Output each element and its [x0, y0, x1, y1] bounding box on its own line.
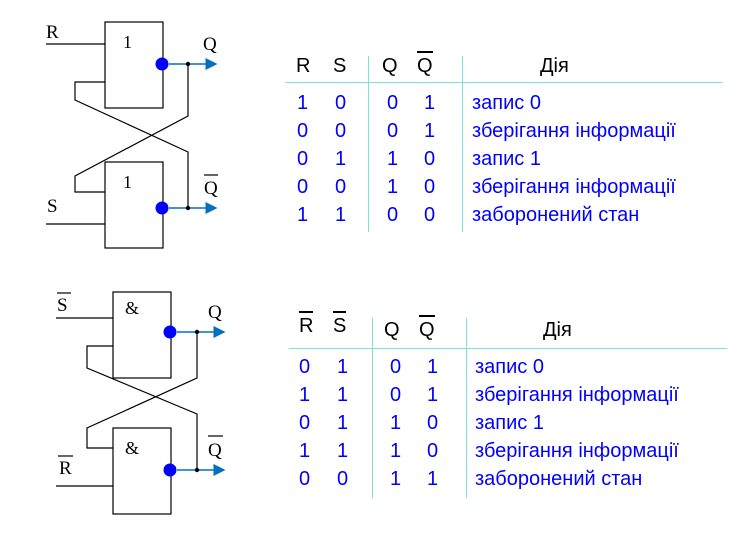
nand-gate-bottom-inversion [163, 463, 177, 477]
cell-q-bar: 0 [424, 148, 436, 170]
feedback-wire-q [74, 64, 189, 193]
cell-q: 1 [390, 412, 402, 434]
output-q-label: Q [203, 34, 217, 55]
cell-r: 0 [297, 120, 309, 142]
cell-r-bar: 1 [299, 440, 311, 462]
cell-s-bar: 0 [337, 468, 349, 490]
nor-truth-table: R S Q Q Дія 1 0 0 1 запис 0 0 0 0 1 збер… [0, 0, 746, 260]
cell-s-bar: 1 [337, 412, 349, 434]
table-column-divider [368, 56, 369, 232]
input-r-bar-label: R [59, 458, 72, 479]
cell-action: зберігання інформації [472, 120, 676, 142]
cell-q: 1 [387, 176, 399, 198]
cell-q: 0 [387, 120, 399, 142]
nor-gate-bottom-inversion [155, 201, 169, 215]
cell-s: 1 [335, 204, 347, 226]
cell-q: 1 [390, 468, 402, 490]
cell-r: 0 [297, 148, 309, 170]
cell-r: 1 [297, 92, 309, 114]
header-r-bar: R [299, 311, 314, 338]
nor-gate-top-label: 1 [123, 32, 132, 52]
nand-truth-table: R S Q Q Дія 0 1 0 1 запис 0 1 1 0 1 збер… [0, 260, 746, 540]
cell-q: 0 [387, 92, 399, 114]
header-action: Дія [540, 55, 569, 77]
nor-gate-bottom-label: 1 [123, 172, 132, 192]
table-header-divider [285, 82, 723, 83]
cell-r-bar: 1 [299, 384, 311, 406]
cell-action: заборонений стан [475, 468, 643, 490]
cell-q: 1 [387, 148, 399, 170]
cell-q-bar: 0 [424, 204, 436, 226]
header-action: Дія [543, 319, 572, 341]
header-q: Q [384, 319, 400, 341]
input-r-label: R [46, 22, 59, 43]
output-q-bar-label: Q [208, 440, 222, 461]
cell-r-bar: 0 [299, 468, 311, 490]
nand-gate-bottom-label: & [125, 438, 139, 458]
table-column-divider [372, 318, 373, 498]
cell-s: 0 [335, 120, 347, 142]
feedback-wire-q [86, 332, 198, 449]
cell-r-bar: 0 [299, 356, 311, 378]
cell-s: 1 [335, 148, 347, 170]
cell-s: 0 [335, 92, 347, 114]
cell-action: зберігання інформації [475, 384, 679, 406]
cell-q-bar: 1 [424, 120, 436, 142]
cell-s-bar: 1 [337, 440, 349, 462]
header-s-bar: S [333, 311, 347, 338]
cell-q-bar: 0 [427, 440, 439, 462]
cell-action: зберігання інформації [472, 176, 676, 198]
table-column-divider [466, 318, 467, 498]
output-q-label: Q [208, 302, 222, 323]
table-column-divider [462, 56, 463, 232]
cell-q-bar: 1 [427, 384, 439, 406]
nor-trigger-circuit: 1 1 R S Q Q [46, 21, 218, 249]
cell-r: 1 [297, 204, 309, 226]
header-q-bar: Q [419, 315, 435, 342]
feedback-wire-q-bar [86, 345, 198, 470]
cell-r: 0 [297, 176, 309, 198]
input-s-bar-label: S [57, 295, 68, 316]
table-header-divider [289, 348, 727, 349]
cell-action: запис 1 [475, 412, 544, 434]
cell-action: заборонений стан [472, 204, 640, 226]
cell-s: 0 [335, 176, 347, 198]
nand-gate-top-inversion [163, 325, 177, 339]
header-s: S [333, 55, 347, 77]
cell-q-bar: 0 [424, 176, 436, 198]
cell-action: запис 1 [472, 148, 541, 170]
cell-s-bar: 1 [337, 356, 349, 378]
cell-action: зберігання інформації [475, 440, 679, 462]
cell-s-bar: 1 [337, 384, 349, 406]
cell-q-bar: 1 [427, 468, 439, 490]
cell-action: запис 0 [472, 92, 541, 114]
cell-q-bar: 1 [424, 92, 436, 114]
cell-q: 1 [390, 440, 402, 462]
cell-q: 0 [390, 384, 402, 406]
header-q: Q [382, 55, 398, 77]
header-q-bar: Q [417, 51, 433, 78]
cell-q-bar: 0 [427, 412, 439, 434]
cell-q-bar: 1 [427, 356, 439, 378]
input-s-label: S [47, 196, 58, 217]
nand-gate-top-label: & [125, 298, 139, 318]
cell-q: 0 [387, 204, 399, 226]
header-r: R [296, 55, 311, 77]
feedback-wire-q-bar [74, 81, 189, 208]
cell-q: 0 [390, 356, 402, 378]
output-q-bar-label: Q [204, 178, 218, 199]
nand-trigger-circuit: & & S R Q Q [56, 291, 226, 515]
nor-gate-top-inversion [155, 57, 169, 71]
cell-r-bar: 0 [299, 412, 311, 434]
cell-action: запис 0 [475, 356, 544, 378]
